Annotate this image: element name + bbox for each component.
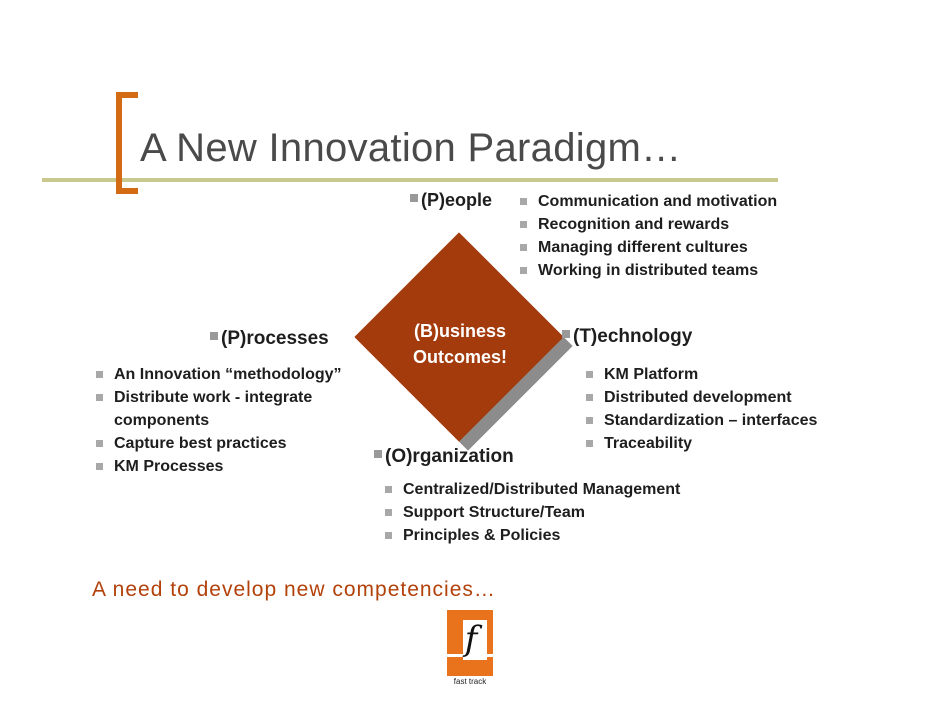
logo-caption: fast track <box>454 677 487 686</box>
list-item: Working in distributed teams <box>518 259 777 282</box>
list-item: Support Structure/Team <box>383 501 680 524</box>
people-heading: (P)eople <box>410 190 492 211</box>
slide-title: A New Innovation Paradigm… <box>140 126 682 170</box>
list-item: KM Platform <box>584 363 817 386</box>
list-item: Distributed development <box>584 386 817 409</box>
bullet-icon <box>520 221 527 228</box>
bullet-icon <box>586 394 593 401</box>
bullet-icon <box>96 394 103 401</box>
bullet-icon <box>96 371 103 378</box>
people-list: Communication and motivation Recognition… <box>518 190 777 282</box>
list-item: Centralized/Distributed Management <box>383 478 680 501</box>
list-item: Standardization – interfaces <box>584 409 817 432</box>
bullet-icon <box>586 440 593 447</box>
processes-heading-label: (P)rocesses <box>221 328 329 349</box>
people-heading-label: (P)eople <box>421 190 493 210</box>
list-item: Principles & Policies <box>383 524 680 547</box>
bullet-icon <box>96 440 103 447</box>
list-item: Traceability <box>584 432 817 455</box>
organization-list: Centralized/Distributed Management Suppo… <box>383 478 680 547</box>
technology-list: KM Platform Distributed development Stan… <box>584 363 817 455</box>
organization-heading: (O)rganization <box>374 446 514 468</box>
title-bracket <box>116 92 138 194</box>
bullet-icon <box>520 244 527 251</box>
list-item: An Innovation “methodology” <box>94 363 350 386</box>
center-line1: (B)usiness <box>413 321 507 341</box>
bullet-icon <box>520 267 527 274</box>
bullet-icon <box>562 329 570 338</box>
bullet-icon <box>385 486 392 493</box>
technology-heading-label: (T)echnology <box>573 326 693 347</box>
bullet-icon <box>374 449 382 458</box>
technology-heading: (T)echnology <box>562 326 692 348</box>
bullet-icon <box>385 532 392 539</box>
list-item: KM Processes <box>94 455 350 478</box>
list-item: Recognition and rewards <box>518 213 777 236</box>
bullet-icon <box>410 194 418 203</box>
bullet-icon <box>96 463 103 470</box>
bullet-icon <box>520 198 527 205</box>
list-item: Capture best practices <box>94 432 350 455</box>
tagline: A need to develop new competencies… <box>92 578 496 601</box>
center-line2: Outcomes! <box>412 347 508 367</box>
bullet-icon <box>586 371 593 378</box>
list-item: Distribute work - integrate components <box>94 386 350 432</box>
bullet-icon <box>210 331 218 340</box>
bullet-icon <box>586 417 593 424</box>
processes-list: An Innovation “methodology” Distribute w… <box>94 363 350 478</box>
fast-track-logo: f fast track <box>447 610 493 686</box>
organization-heading-label: (O)rganization <box>385 446 514 467</box>
list-item: Communication and motivation <box>518 190 777 213</box>
business-outcomes-label: (B)usiness Outcomes! <box>389 318 531 370</box>
title-underline <box>42 178 778 182</box>
processes-heading: (P)rocesses <box>210 328 329 350</box>
bullet-icon <box>385 509 392 516</box>
list-item: Managing different cultures <box>518 236 777 259</box>
